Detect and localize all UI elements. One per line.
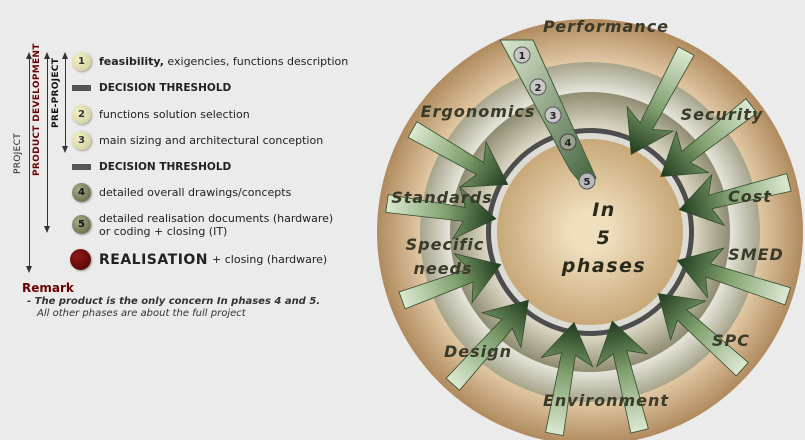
- phase-1-badge: 1: [72, 52, 91, 71]
- remark-title: Remark: [22, 281, 74, 295]
- arrow-performance: [626, 46, 695, 155]
- label-specific: Specific: [406, 235, 485, 254]
- center-line-1: In: [592, 199, 616, 221]
- label-environment: Environment: [543, 391, 669, 410]
- phase-5-badge: 5: [72, 215, 91, 234]
- phase-4-text: detailed overall drawings/concepts: [99, 186, 292, 199]
- label-ergonomics: Ergonomics: [421, 102, 536, 121]
- arrow-design: [445, 299, 529, 391]
- phase-marker-1: 1: [513, 46, 531, 64]
- remark-line-2: All other phases are about the full proj…: [37, 308, 246, 319]
- label-performance: Performance: [543, 17, 669, 36]
- realisation-sub-text: + closing (hardware): [212, 253, 328, 266]
- inward-arrows: [385, 46, 792, 436]
- label-cost: Cost: [728, 187, 772, 206]
- legend-phase-4: 4 detailed overall drawings/concepts: [72, 183, 291, 202]
- legend-phase-2: 2 functions solution selection: [72, 105, 250, 124]
- center-line-3: phases: [561, 255, 646, 277]
- product-development-line: [47, 58, 48, 226]
- phase-3-text: main sizing and architectural conception: [99, 134, 324, 147]
- threshold-2-bar: [72, 164, 91, 170]
- phase-5-text-line1: detailed realisation documents (hardware…: [99, 212, 334, 225]
- label-smed: SMED: [728, 245, 784, 264]
- label-design: Design: [444, 342, 512, 361]
- phase-marker-1-text: 1: [519, 51, 526, 62]
- legend-threshold-1: DECISION THRESHOLD: [72, 82, 231, 94]
- phase-5-text-block: detailed realisation documents (hardware…: [99, 212, 333, 238]
- label-security: Security: [681, 105, 764, 124]
- phase-marker-5: 5: [578, 172, 596, 190]
- arrow-environment-right: [595, 320, 649, 434]
- legend-threshold-2: DECISION THRESHOLD: [72, 161, 231, 173]
- phase-5-text-line2: or coding + closing (IT): [99, 225, 228, 238]
- legend-phase-5: 5 detailed realisation documents (hardwa…: [72, 212, 333, 238]
- arrow-cost: [678, 173, 792, 227]
- pre-project-arrow-down: [62, 146, 68, 153]
- pre-project-arrow-up: [62, 52, 68, 59]
- legend-phase-1: 1 feasibility, exigencies, functions des…: [72, 52, 348, 71]
- threshold-1-bar: [72, 85, 91, 91]
- threshold-1-text: DECISION THRESHOLD: [99, 82, 232, 94]
- phase-1-text: exigencies, functions description: [163, 55, 349, 68]
- phase-marker-2-text: 2: [535, 83, 542, 94]
- phase-2-badge: 2: [72, 105, 91, 124]
- phase-marker-3: 3: [544, 106, 562, 124]
- arrow-standards: [385, 186, 497, 240]
- arrow-spc: [657, 293, 749, 377]
- threshold-2-text: DECISION THRESHOLD: [99, 161, 232, 173]
- phase-3-badge: 3: [72, 131, 91, 150]
- phase-1-bold-text: feasibility,: [99, 55, 164, 68]
- legend-realisation: REALISATION + closing (hardware): [70, 249, 327, 270]
- arrow-security: [660, 98, 758, 178]
- phase-marker-5-text: 5: [584, 177, 591, 188]
- realisation-badge: [70, 249, 91, 270]
- project-line: [29, 58, 30, 266]
- phase-marker-4: 4: [559, 133, 577, 151]
- label-needs: needs: [413, 259, 472, 278]
- inner-disc: [497, 139, 683, 325]
- label-standards: Standards: [391, 188, 492, 207]
- legend-phase-3: 3 main sizing and architectural concepti…: [72, 131, 323, 150]
- realisation-text: REALISATION: [99, 251, 209, 268]
- phase-marker-3-text: 3: [550, 111, 557, 122]
- phase-4-badge: 4: [72, 183, 91, 202]
- project-arrow-down: [26, 266, 32, 273]
- product-development-arrow-down: [44, 226, 50, 233]
- arrow-environment-left: [540, 321, 594, 436]
- label-spc: SPC: [712, 331, 750, 350]
- project-arrow-up: [26, 52, 32, 59]
- remark-line-1: - The product is the only concern In pha…: [27, 296, 321, 307]
- center-line-2: 5: [597, 227, 612, 249]
- arrow-smed: [676, 247, 792, 306]
- arrow-ergonomics: [407, 121, 509, 188]
- phase-2-text: functions solution selection: [99, 108, 250, 121]
- product-development-arrow-up: [44, 52, 50, 59]
- arrow-specific-needs: [398, 253, 502, 310]
- pre-project-line: [65, 58, 66, 146]
- phase-marker-4-text: 4: [565, 138, 572, 149]
- phase-marker-2: 2: [529, 78, 547, 96]
